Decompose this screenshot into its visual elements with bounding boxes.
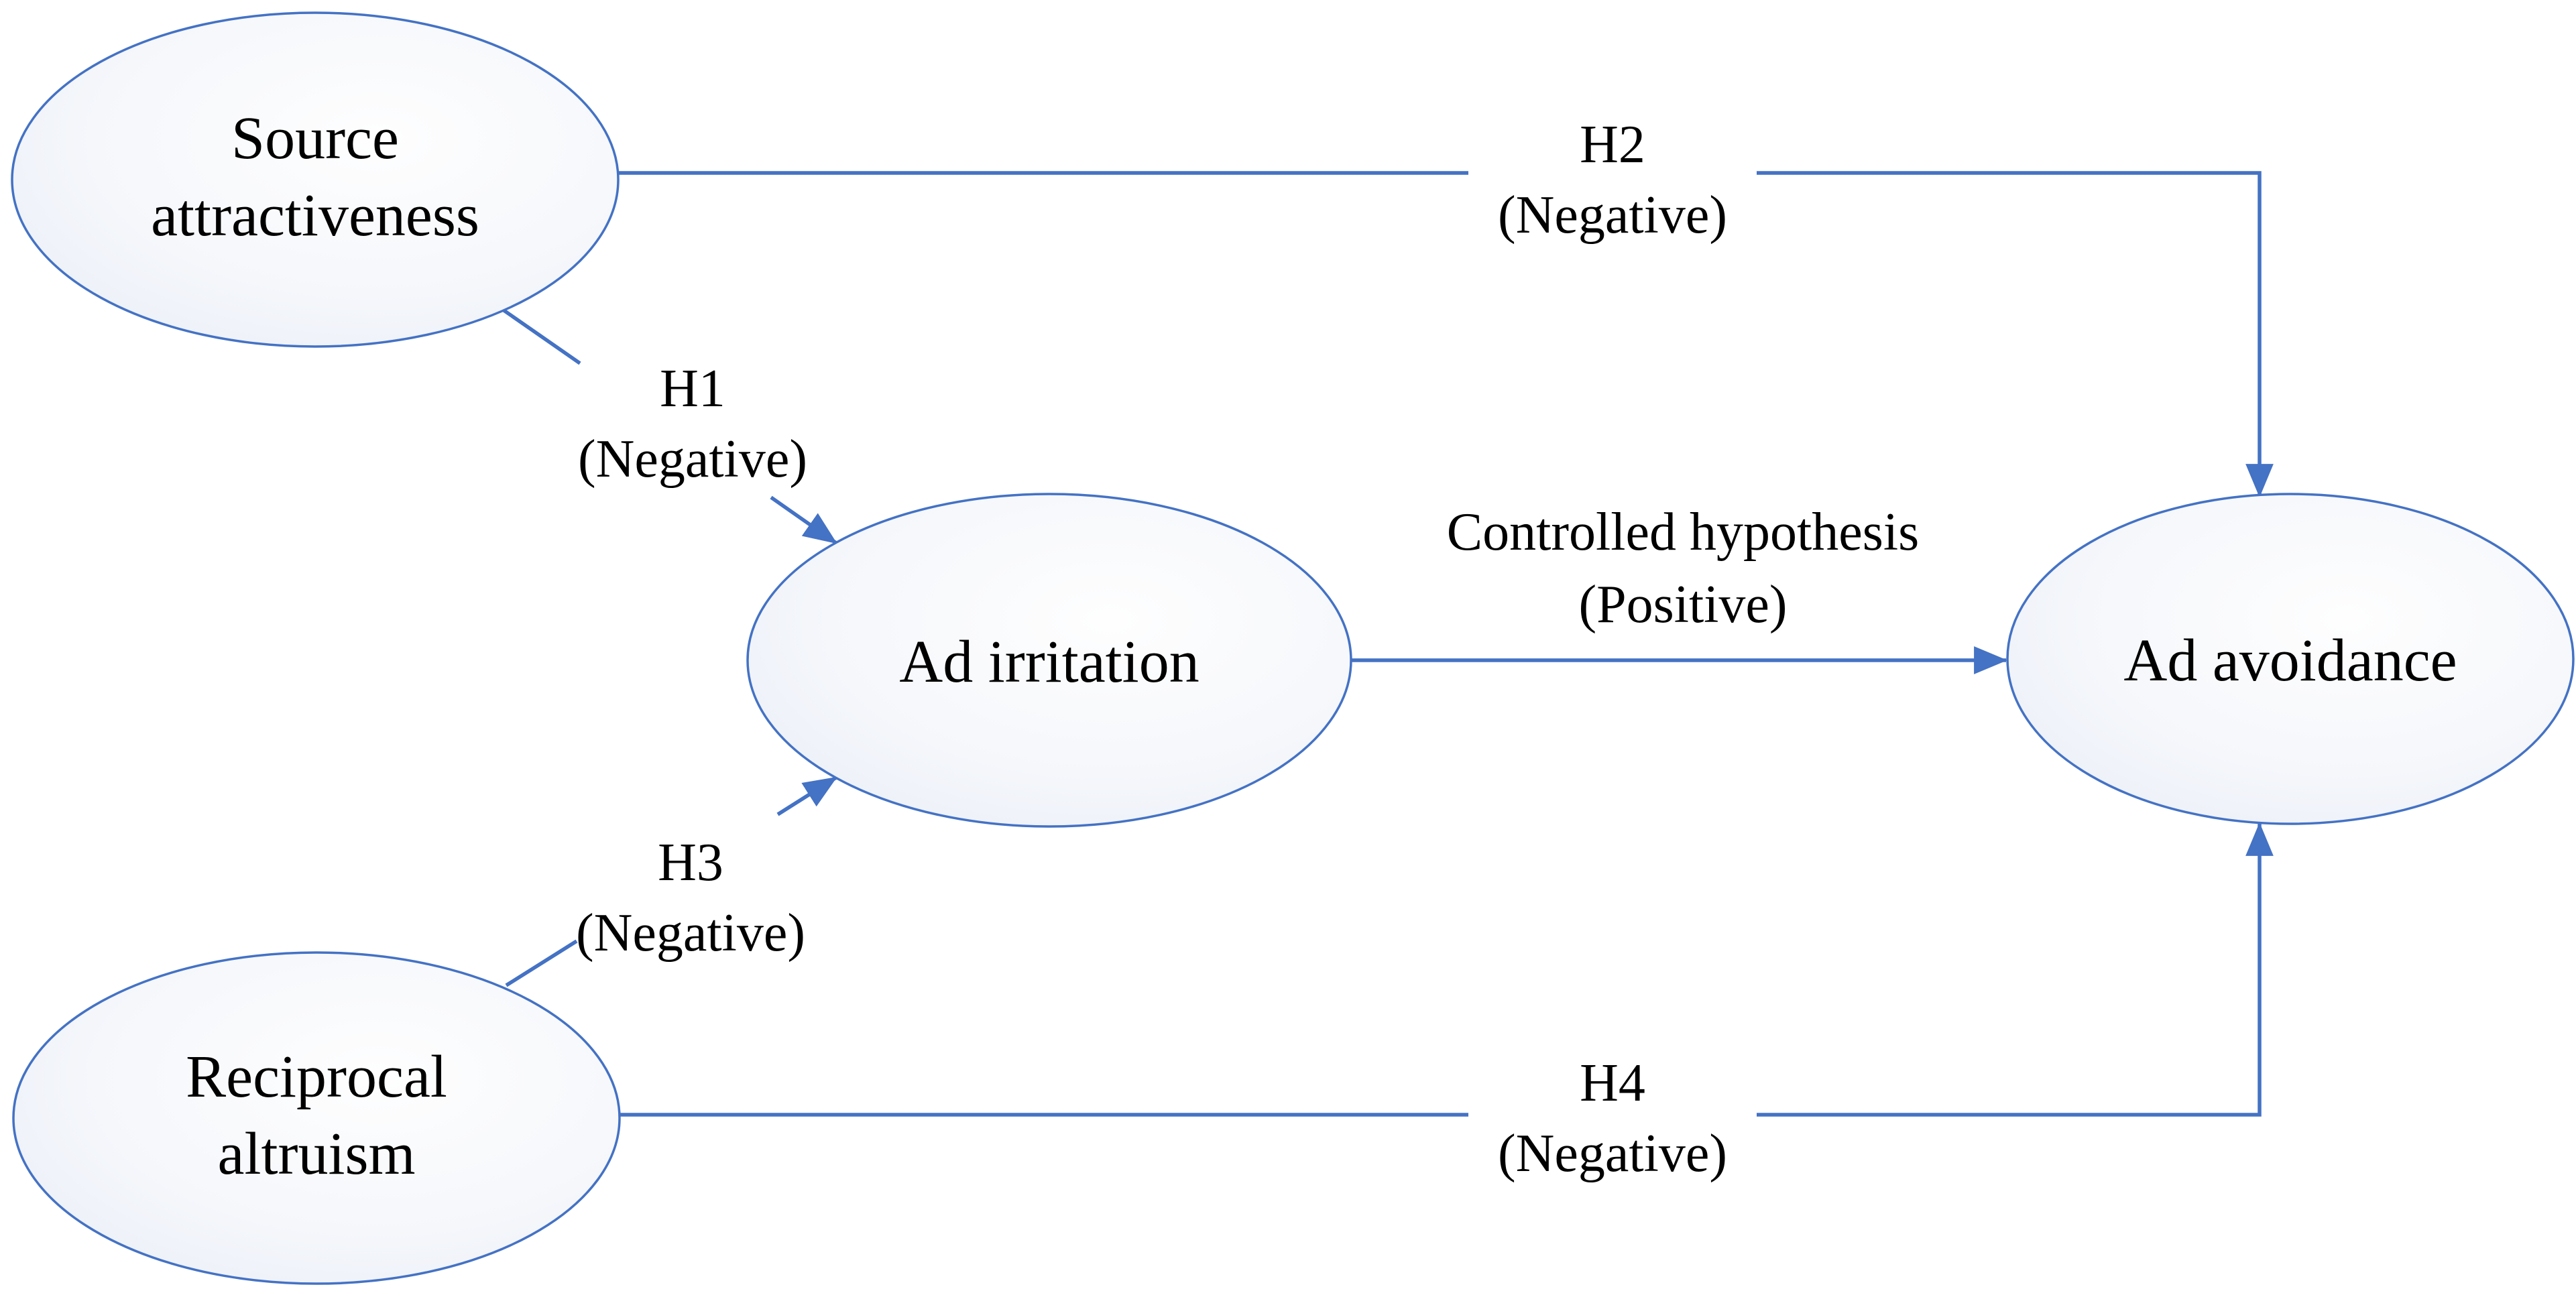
edge-controlled-hypothesis-label: Controlled hypothesis [1447, 503, 1919, 562]
edge-h4-valence: (Negative) [1498, 1124, 1727, 1183]
edge-h3-line-segment-2 [776, 776, 837, 816]
node-source-attractiveness-ellipse [11, 11, 620, 348]
edge-h3-line-segment-1 [505, 939, 578, 987]
node-ad-avoidance: Ad avoidance [2006, 493, 2575, 825]
edge-h4-label: H4 [1580, 1054, 1645, 1113]
edge-h4: H4 (Negative) [618, 822, 2274, 1183]
node-reciprocal-altruism: Reciprocal altruism [12, 951, 621, 1285]
edge-controlled-hypothesis-valence: (Positive) [1578, 575, 1787, 634]
edge-h4-line-segment-2 [1757, 822, 2274, 1117]
edge-h1-label: H1 [660, 359, 725, 418]
node-reciprocal-altruism-label-line2: altruism [218, 1121, 416, 1187]
node-ad-avoidance-label: Ad avoidance [2123, 627, 2457, 694]
edge-h3-valence: (Negative) [576, 904, 805, 963]
edge-h2-valence: (Negative) [1498, 186, 1727, 245]
node-ad-irritation-ellipse [746, 493, 1352, 828]
node-ad-irritation: Ad irritation [746, 493, 1352, 828]
edge-h3-label: H3 [658, 833, 723, 892]
edge-h2: H2 (Negative) [617, 115, 2274, 498]
edge-h3: H3 (Negative) [505, 776, 837, 987]
edge-h2-line-segment-2 [1757, 171, 2274, 498]
node-reciprocal-altruism-ellipse [12, 951, 621, 1285]
edge-h1-line-segment-1 [502, 308, 581, 365]
node-reciprocal-altruism-label-line1: Reciprocal [186, 1044, 447, 1110]
edge-h1-valence: (Negative) [578, 430, 807, 489]
node-source-attractiveness-label-line2: attractiveness [151, 182, 479, 249]
node-source-attractiveness: Source attractiveness [11, 11, 620, 348]
node-ad-avoidance-ellipse [2006, 493, 2575, 825]
edge-h1: H1 (Negative) [502, 308, 837, 545]
edge-h2-label: H2 [1580, 115, 1645, 174]
edge-h1-line-segment-2 [770, 495, 837, 545]
node-ad-irritation-label: Ad irritation [899, 629, 1199, 695]
edge-controlled-hypothesis: Controlled hypothesis (Positive) [1351, 503, 2008, 674]
node-source-attractiveness-label-line1: Source [231, 105, 399, 172]
